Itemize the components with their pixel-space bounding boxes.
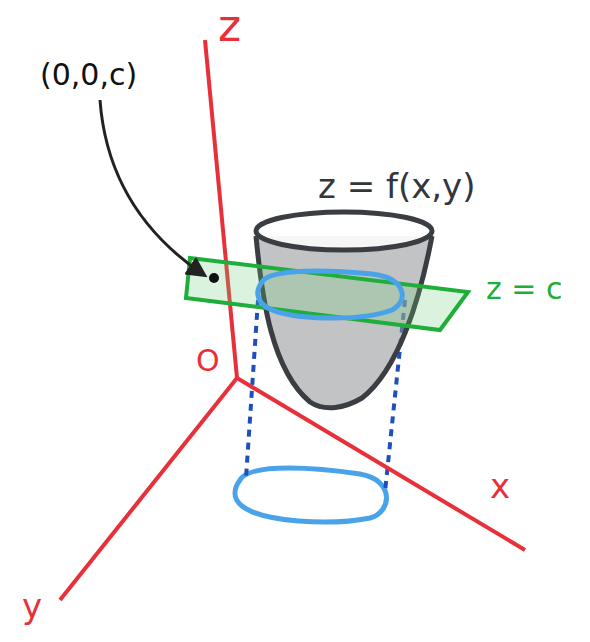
axis-label: x (490, 468, 510, 505)
projected-curve (235, 468, 386, 522)
surface-label: z = f(x,y) (318, 168, 476, 205)
point-label: (0,0,c) (40, 58, 137, 91)
point (209, 273, 219, 283)
x-axis (237, 378, 525, 550)
leader-arrow (100, 100, 204, 275)
origin-label: O (196, 344, 220, 377)
y-axis (60, 378, 237, 600)
horizontal-plane (186, 258, 468, 330)
level-curve (258, 271, 403, 318)
plane-label: z = c (486, 272, 562, 305)
axis-label: z (218, 2, 241, 50)
axis-label: y (22, 588, 42, 625)
z-axis (205, 40, 237, 378)
surface-rim (256, 212, 432, 250)
